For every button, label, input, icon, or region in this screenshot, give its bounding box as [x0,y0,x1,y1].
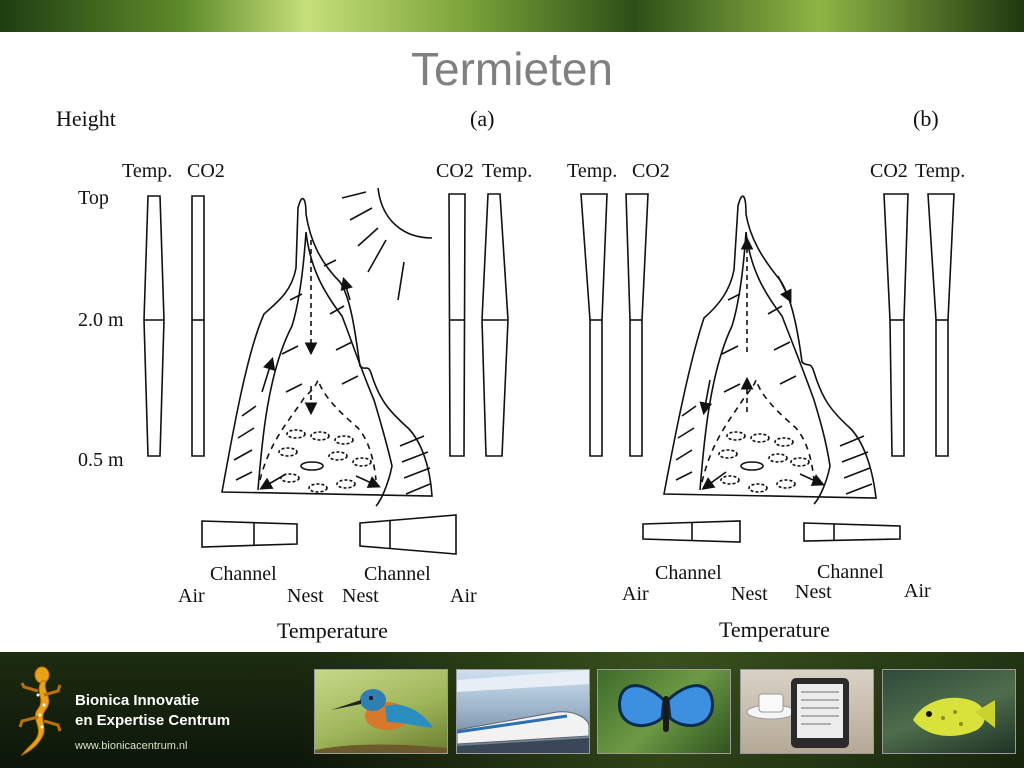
panel-b-air-left-label: Air [622,583,649,605]
temp-bar-a-left [201,520,298,548]
temp-bar-b-left [642,520,741,543]
height-axis-label: Height [56,106,116,131]
panel-a-channel-right-label: Channel [364,563,431,585]
panel-b-left-co2-label: CO2 [632,160,670,182]
slide-title: Termieten [411,43,613,95]
level-05m-label: 0.5 m [78,449,124,471]
gauge-b-left-temp [580,193,608,457]
panel-a-nest-right-label: Nest [342,585,379,607]
gauge-b-left-co2 [625,193,649,457]
level-2m-label: 2.0 m [78,309,124,331]
panel-a-air-right-label: Air [450,585,477,607]
termite-mound-b [663,195,877,505]
gauge-a-left-temp [143,195,165,457]
website-url: www.bionicacentrum.nl [75,740,188,752]
panel-b-air-right-label: Air [904,580,931,602]
temp-bar-b-right [803,522,901,542]
blue-butterfly-photo [597,669,731,754]
panel-b-right-co2-label: CO2 [870,160,908,182]
level-top-label: Top [78,187,109,209]
panel-b-channel-right-label: Channel [817,561,884,583]
e-reader-and-coffee-photo [740,669,874,754]
organisation-name-line2: en Expertise Centrum [75,712,231,729]
panel-b-temperature-label: Temperature [719,617,830,642]
panel-a-air-left-label: Air [178,585,205,607]
gauge-b-right-temp [927,193,955,457]
gauge-b-right-co2 [883,193,909,457]
gecko-icon [18,666,62,757]
panel-b-channel-left-label: Channel [655,562,722,584]
kingfisher-photo [314,669,448,754]
panel-b-tag: (b) [913,106,939,131]
temp-bar-a-right [359,514,457,555]
gauge-a-right-co2 [448,193,466,457]
termite-mound-diagram [143,187,955,555]
panel-b-right-temp-label: Temp. [915,160,966,182]
panel-b-left-temp-label: Temp. [567,160,618,182]
header-banner [0,0,1024,32]
panel-a-left-temp-label: Temp. [122,160,173,182]
panel-a-left-co2-label: CO2 [187,160,225,182]
panel-a-right-temp-label: Temp. [482,160,533,182]
panel-a-right-co2-label: CO2 [436,160,474,182]
panel-b-nest-right-label: Nest [795,581,832,603]
sun-icon [341,187,433,301]
boxfish-photo [882,669,1016,754]
panel-b-nest-left-label: Nest [731,583,768,605]
termite-mound-a [221,197,433,507]
gauge-a-left-co2 [191,195,205,457]
high-speed-train-photo [456,669,590,754]
panel-a-tag: (a) [470,106,495,131]
panel-a-nest-left-label: Nest [287,585,324,607]
organisation-name-line1: Bionica Innovatie [75,692,200,709]
panel-a-channel-left-label: Channel [210,563,277,585]
gauge-a-right-temp [481,193,509,457]
panel-a-temperature-label: Temperature [277,618,388,643]
